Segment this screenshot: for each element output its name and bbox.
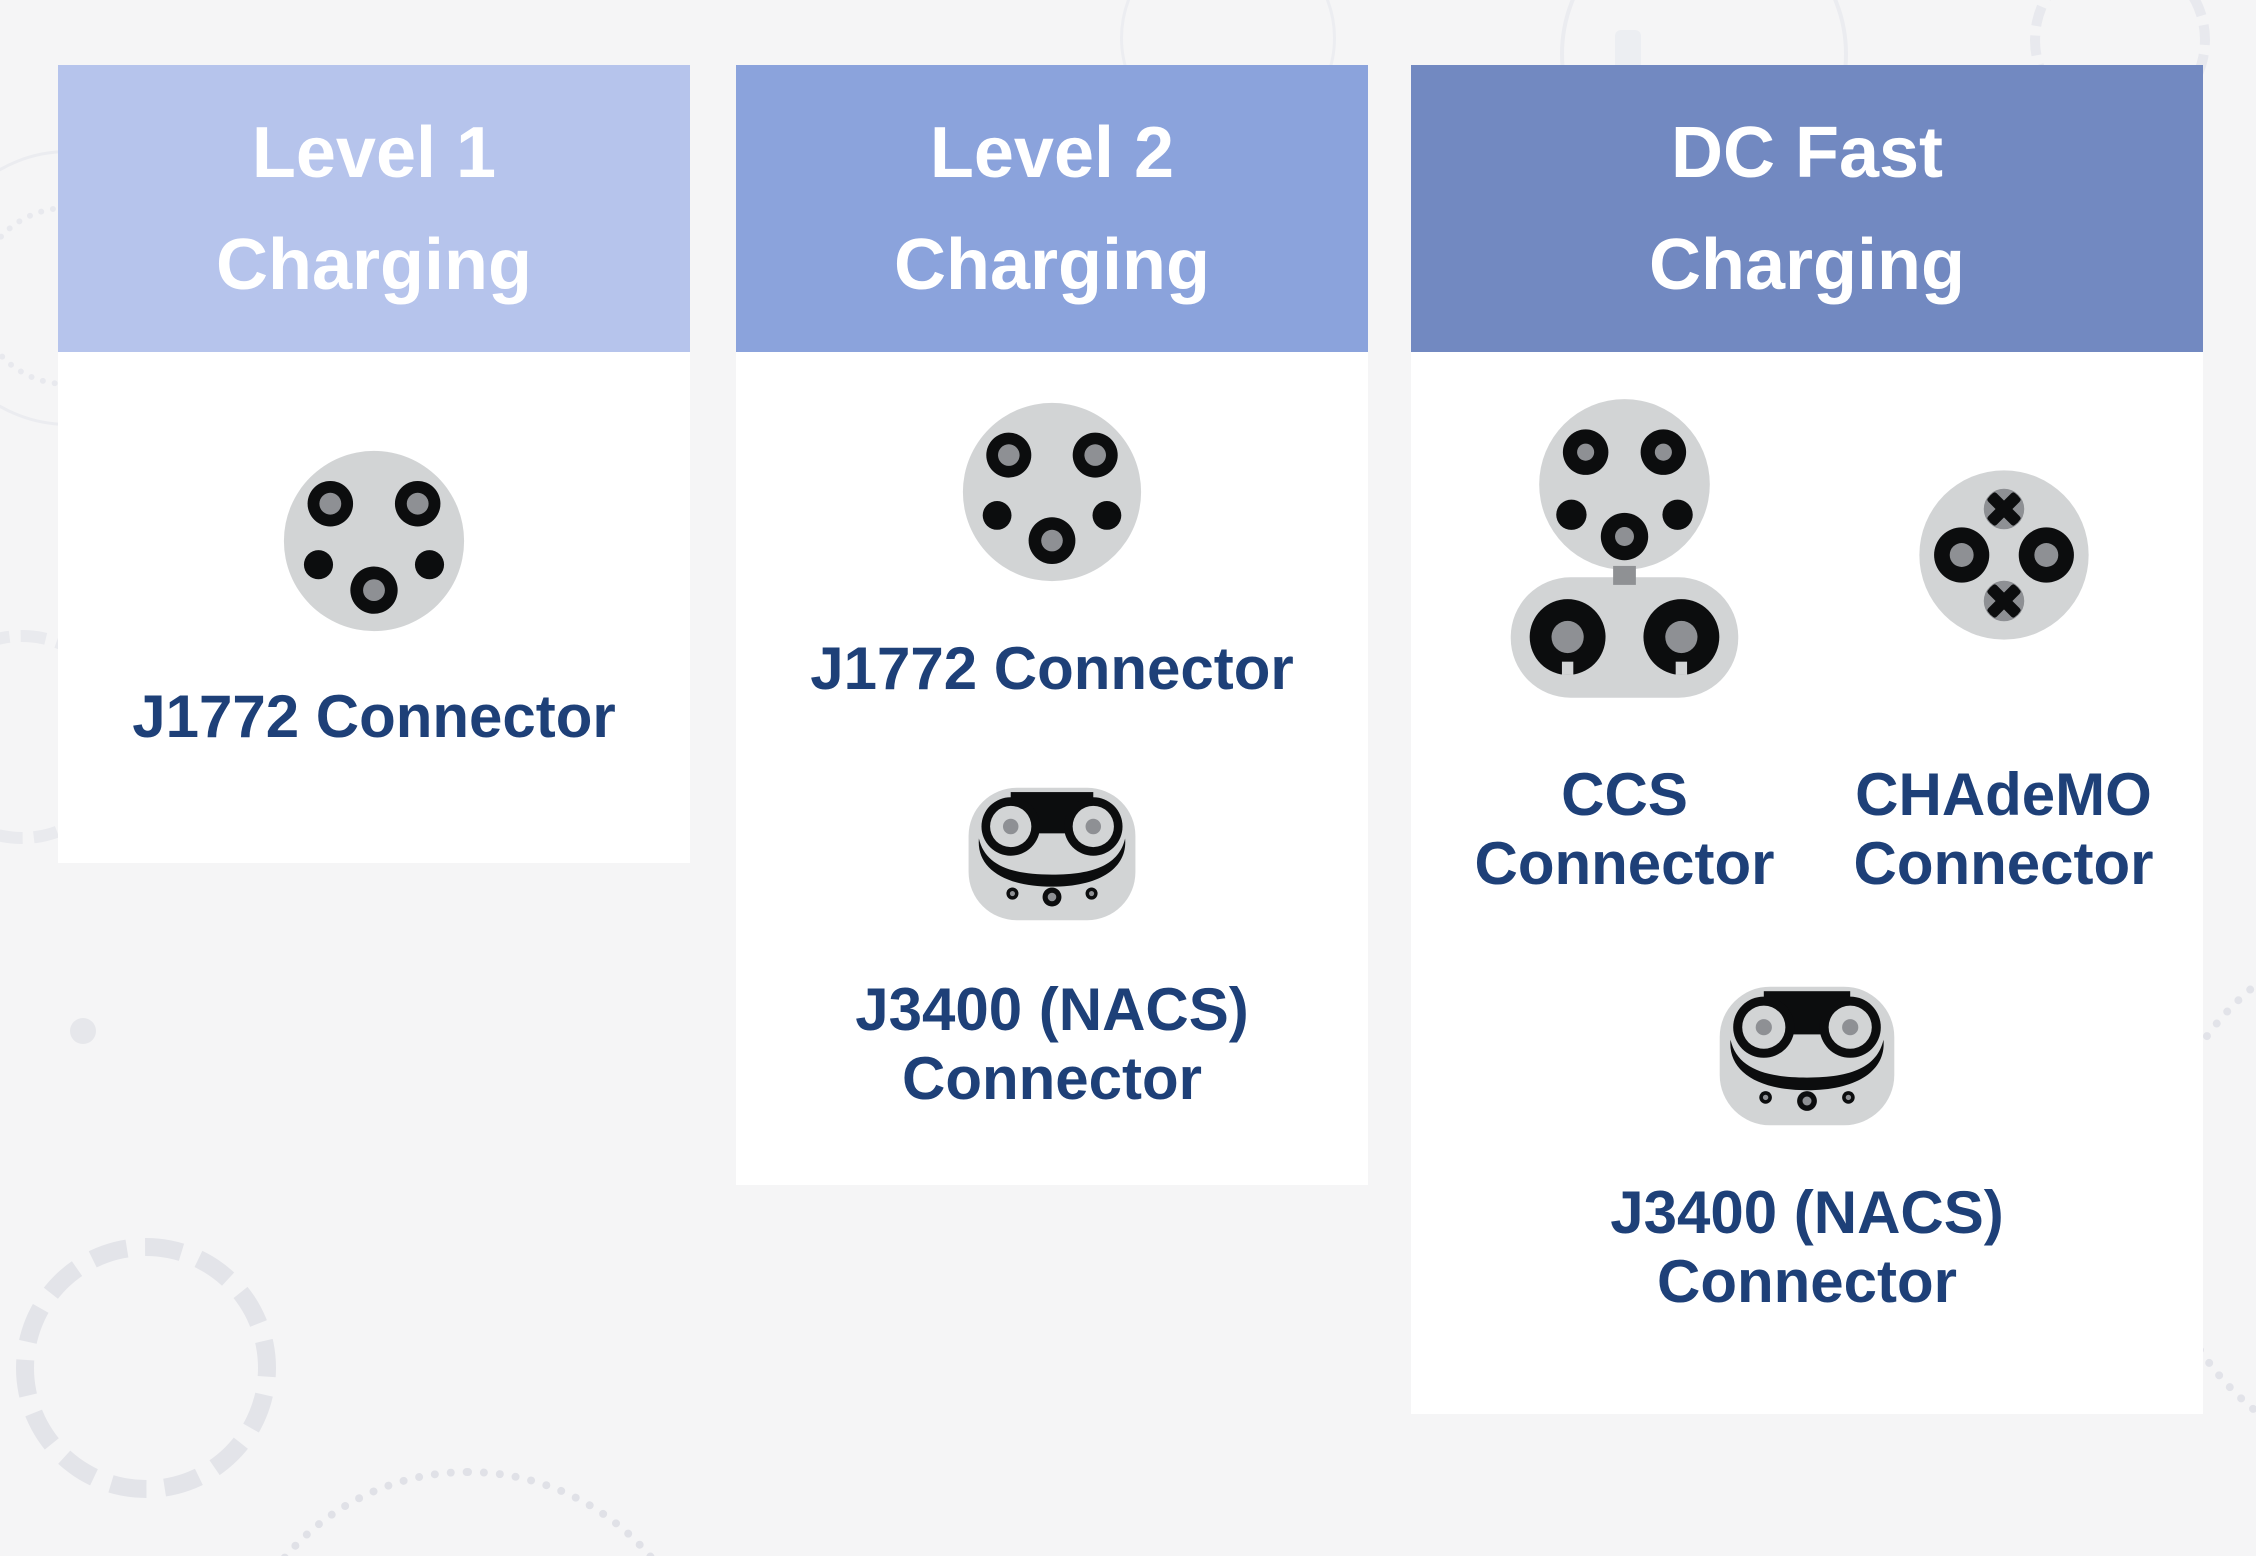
background-dotted-circle-decoration (225, 1468, 711, 1556)
connector-label-line: J3400 (NACS) (1610, 1179, 2004, 1246)
header-line: Charging (1649, 224, 1965, 305)
chademo-connector-icon (1918, 470, 2089, 640)
connector-label: J1772 Connector (132, 682, 616, 751)
level-1-charging-column: Level 1 Charging J1772 Connector (58, 65, 690, 863)
connector-label-line: J1772 Connector (810, 635, 1294, 702)
level-2-charging-header: Level 2 Charging (736, 65, 1368, 352)
connector-label-line: CCS (1561, 761, 1688, 828)
j3400-nacs-connector-icon (968, 787, 1136, 921)
dc-fast-charging-header: DC Fast Charging (1411, 65, 2203, 352)
background-mark-decoration (1615, 30, 1641, 70)
chademo-connector-block: CHAdeMO Connector (1814, 398, 2203, 898)
connector-label-line: J1772 Connector (132, 683, 616, 750)
connector-label: J3400 (NACS) Connector (1610, 1178, 2004, 1316)
dc-fast-charging-body: CCS Connector (1411, 352, 2203, 1414)
j1772-connector-icon (962, 402, 1142, 582)
dc-fast-connector-row: CCS Connector (1411, 398, 2203, 898)
level-2-charging-body: J1772 Connector J3400 (NACS (736, 352, 1368, 1185)
connector-label: J3400 (NACS) Connector (855, 975, 1249, 1113)
ccs-connector-icon (1510, 398, 1739, 698)
background-dot-decoration (70, 1018, 96, 1044)
j1772-connector-icon (283, 450, 465, 632)
level-1-charging-body: J1772 Connector (58, 352, 690, 863)
level-1-charging-header: Level 1 Charging (58, 65, 690, 352)
ccs-icon-box (1506, 398, 1743, 712)
level-2-charging-column: Level 2 Charging J1772 Connector (736, 65, 1368, 1185)
connector-label-line: J3400 (NACS) (855, 976, 1249, 1043)
header-line: Charging (216, 224, 532, 305)
dc-fast-charging-column: DC Fast Charging (1411, 65, 2203, 1414)
connector-label: CHAdeMO Connector (1854, 760, 2154, 898)
connector-label-line: Connector (902, 1045, 1202, 1112)
background-tick-ring-decoration (16, 1238, 276, 1498)
header-line: Level 1 (251, 112, 497, 193)
header-line: Charging (894, 224, 1210, 305)
connector-label: J1772 Connector (810, 634, 1294, 703)
j3400-nacs-connector-icon (1719, 986, 1895, 1126)
connector-label-line: Connector (1853, 830, 2154, 897)
connector-label: CCS Connector (1475, 760, 1775, 898)
chademo-icon-box (1912, 398, 2096, 712)
connector-label-line: CHAdeMO (1855, 761, 2152, 828)
connector-label-line: Connector (1474, 830, 1775, 897)
header-line: Level 2 (929, 112, 1175, 193)
ccs-connector-block: CCS Connector (1411, 398, 1814, 898)
connector-label-line: Connector (1657, 1248, 1957, 1315)
header-line: DC Fast (1670, 112, 1944, 193)
